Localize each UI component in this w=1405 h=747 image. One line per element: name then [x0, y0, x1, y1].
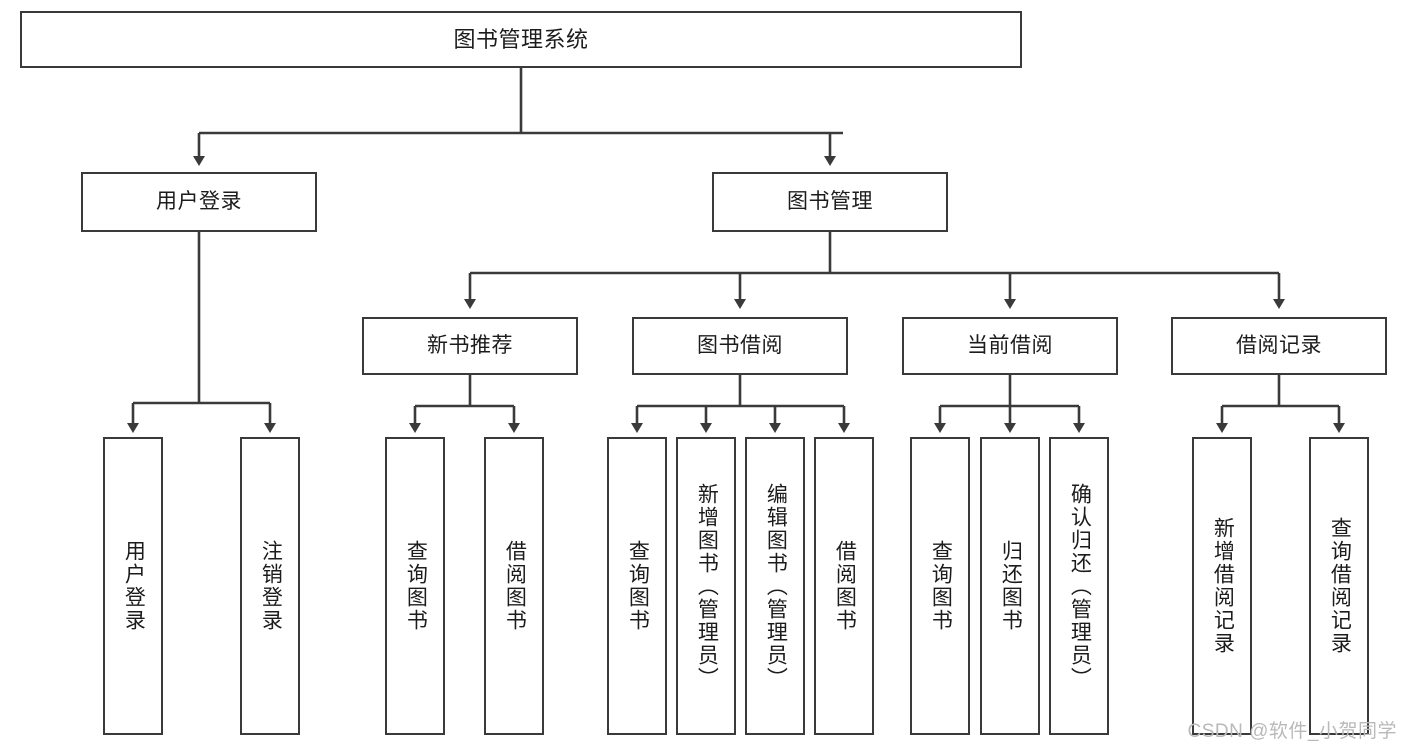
node-leaf-borrow-query-book[interactable]: 查询图书 — [607, 437, 667, 735]
node-leaf-recommend-query-book-label: 查询图书 — [404, 540, 428, 632]
node-leaf-logout-label: 注销登录 — [259, 540, 283, 632]
node-book-borrow[interactable]: 图书借阅 — [632, 317, 848, 375]
node-leaf-user-login-label: 用户登录 — [122, 540, 146, 632]
node-leaf-user-login[interactable]: 用户登录 — [103, 437, 163, 735]
node-new-book-recommend[interactable]: 新书推荐 — [362, 317, 578, 375]
node-leaf-borrow-edit-book[interactable]: 编辑图书（管理员） — [745, 437, 805, 735]
node-book-manage-label: 图书管理 — [787, 189, 873, 213]
node-leaf-current-query-book[interactable]: 查询图书 — [910, 437, 970, 735]
node-leaf-record-query[interactable]: 查询借阅记录 — [1309, 437, 1369, 735]
node-leaf-borrow-borrow-book-label: 借阅图书 — [833, 540, 857, 632]
node-new-book-recommend-label: 新书推荐 — [427, 333, 513, 357]
node-user-login[interactable]: 用户登录 — [81, 172, 317, 232]
node-leaf-borrow-borrow-book[interactable]: 借阅图书 — [814, 437, 874, 735]
node-leaf-record-query-label: 查询借阅记录 — [1328, 517, 1352, 655]
node-leaf-current-confirm-return-label: 确认归还（管理员） — [1068, 482, 1092, 690]
node-user-login-label: 用户登录 — [156, 189, 242, 213]
node-leaf-record-add-label: 新增借阅记录 — [1211, 517, 1235, 655]
node-leaf-recommend-query-book[interactable]: 查询图书 — [385, 437, 445, 735]
node-root[interactable]: 图书管理系统 — [20, 11, 1022, 68]
node-book-manage[interactable]: 图书管理 — [712, 172, 948, 232]
node-current-borrow-label: 当前借阅 — [967, 333, 1053, 357]
node-leaf-borrow-query-book-label: 查询图书 — [626, 540, 650, 632]
node-book-borrow-label: 图书借阅 — [697, 333, 783, 357]
node-borrow-record-label: 借阅记录 — [1236, 333, 1322, 357]
watermark: CSDN @软件_小贺同学 — [1187, 721, 1397, 742]
node-leaf-logout[interactable]: 注销登录 — [240, 437, 300, 735]
node-leaf-current-return-book-label: 归还图书 — [999, 540, 1023, 632]
node-leaf-current-confirm-return[interactable]: 确认归还（管理员） — [1049, 437, 1109, 735]
node-leaf-record-add[interactable]: 新增借阅记录 — [1192, 437, 1252, 735]
node-borrow-record[interactable]: 借阅记录 — [1171, 317, 1387, 375]
node-leaf-current-return-book[interactable]: 归还图书 — [980, 437, 1040, 735]
node-leaf-recommend-borrow-book[interactable]: 借阅图书 — [484, 437, 544, 735]
node-current-borrow[interactable]: 当前借阅 — [902, 317, 1118, 375]
node-leaf-borrow-add-book-label: 新增图书（管理员） — [695, 482, 719, 690]
node-leaf-borrow-add-book[interactable]: 新增图书（管理员） — [676, 437, 736, 735]
node-root-label: 图书管理系统 — [453, 26, 589, 52]
node-leaf-current-query-book-label: 查询图书 — [929, 540, 953, 632]
node-leaf-borrow-edit-book-label: 编辑图书（管理员） — [764, 482, 788, 690]
node-leaf-recommend-borrow-book-label: 借阅图书 — [503, 540, 527, 632]
